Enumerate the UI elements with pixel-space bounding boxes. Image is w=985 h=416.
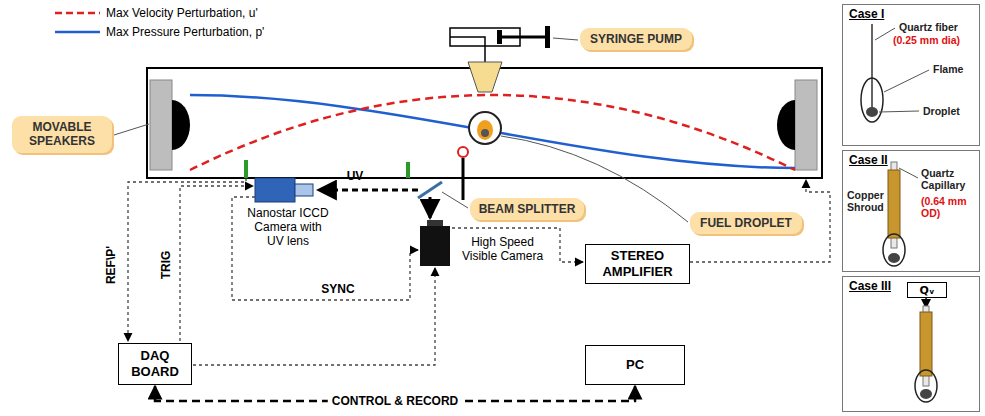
- droplet: [920, 389, 932, 399]
- legend-sample: [55, 12, 100, 15]
- leader-line: [879, 111, 919, 112]
- camera-wire: [193, 268, 435, 365]
- fuel-line: [450, 37, 485, 62]
- flame: [477, 120, 493, 140]
- uv-path: [318, 189, 418, 192]
- flame-outline: [861, 78, 883, 122]
- igniter-coil: [458, 147, 468, 157]
- text-label: UV: [340, 170, 370, 184]
- label-tag: BEAM SPLITTER: [470, 198, 584, 220]
- speaker-wire: [690, 180, 830, 262]
- text-label: High Speed Visible Camera: [455, 236, 550, 264]
- speaker-cone: [172, 100, 190, 150]
- node-text: STEREO AMPLIFIER: [589, 248, 686, 279]
- droplet: [866, 107, 878, 117]
- iccd-camera: [255, 178, 295, 202]
- leader-line: [875, 28, 895, 40]
- label-tag: SYRINGE PUMP: [580, 28, 692, 50]
- node-text: Quartz Capillary: [921, 167, 979, 191]
- legend-sample: [55, 31, 100, 34]
- syringe-piston: [497, 30, 502, 44]
- node-text: MOVABLE SPEAKERS: [29, 120, 95, 148]
- sync-wire: [232, 197, 418, 300]
- label-tag: FUEL DROPLET: [690, 212, 802, 234]
- case-panel: Case III Qᵥ: [842, 276, 980, 412]
- legend-text: Max Velocity Perturbation, u': [106, 6, 258, 20]
- leader-line: [553, 38, 578, 40]
- trig-wire: [180, 186, 253, 341]
- node-text: BEAM SPLITTER: [479, 202, 576, 216]
- leader-line: [442, 192, 468, 208]
- connector-label: CONTROL & RECORD: [328, 394, 462, 408]
- velocity-curve: [190, 95, 795, 170]
- speaker: [795, 80, 817, 170]
- speaker: [150, 80, 172, 170]
- legend-text: Max Pressure Perturbation, p': [106, 25, 264, 39]
- nozzle: [468, 62, 502, 92]
- beam-splitter: [418, 182, 442, 198]
- node-text: DAQ BOARD: [122, 348, 188, 379]
- node-text: Copper Shroud: [847, 189, 889, 213]
- high-speed-camera: [420, 226, 450, 266]
- node-text: Case II: [849, 154, 888, 168]
- device-box: PC: [585, 345, 685, 385]
- camera-lens: [427, 220, 443, 226]
- signal-label: REF\P': [105, 246, 119, 284]
- pressure-sensor: [244, 160, 248, 178]
- node-text: SYRINGE PUMP: [590, 32, 682, 46]
- node-text: (0.25 mm dia): [893, 34, 960, 46]
- droplet-window: [469, 112, 501, 144]
- uv-lens: [295, 184, 313, 196]
- ref-wire: [128, 178, 246, 341]
- quartz-fiber: [871, 24, 873, 108]
- droplet: [888, 253, 900, 263]
- syringe-plunger: [500, 36, 545, 39]
- node-text: FUEL DROPLET: [700, 216, 792, 230]
- text-label: Nanostar ICCD Camera with UV lens: [247, 207, 329, 248]
- visible-path: [429, 197, 432, 218]
- syringe-handle: [545, 26, 550, 48]
- flow-box: Qᵥ: [907, 282, 947, 298]
- node-text: Quartz fiber: [899, 21, 958, 33]
- node-text: PC: [626, 357, 644, 373]
- text-label: SYNC: [316, 283, 360, 297]
- droplet: [481, 129, 489, 137]
- pressure-sensor: [406, 162, 410, 178]
- flame-outline: [883, 234, 905, 266]
- node-text: Flame: [933, 63, 963, 75]
- device-box: STEREO AMPLIFIER: [585, 244, 690, 284]
- case-panel: Case II Copper Shroud Quartz Capillary (0.6…: [842, 150, 980, 272]
- case-panel: Case I Quartz fiber(0.25 mm dia) FlameDrop…: [842, 4, 980, 146]
- node-text: Qᵥ: [920, 284, 935, 297]
- copper-shroud: [920, 312, 932, 376]
- node-text: Case I: [849, 8, 884, 22]
- leader-line: [899, 168, 918, 178]
- label-tag: MOVABLE SPEAKERS: [12, 116, 112, 153]
- igniter-rod: [462, 158, 465, 200]
- leader-line: [884, 70, 929, 92]
- speaker-cone: [777, 100, 795, 150]
- copper-shroud: [888, 170, 900, 238]
- flame-outline: [915, 370, 937, 402]
- device-box: DAQ BOARD: [118, 343, 192, 385]
- node-text: Droplet: [923, 105, 960, 117]
- signal-label: TRIG: [160, 251, 174, 280]
- leader-line: [114, 124, 149, 135]
- node-text: Case III: [849, 280, 891, 294]
- node-text: (0.64 mm OD): [921, 195, 979, 219]
